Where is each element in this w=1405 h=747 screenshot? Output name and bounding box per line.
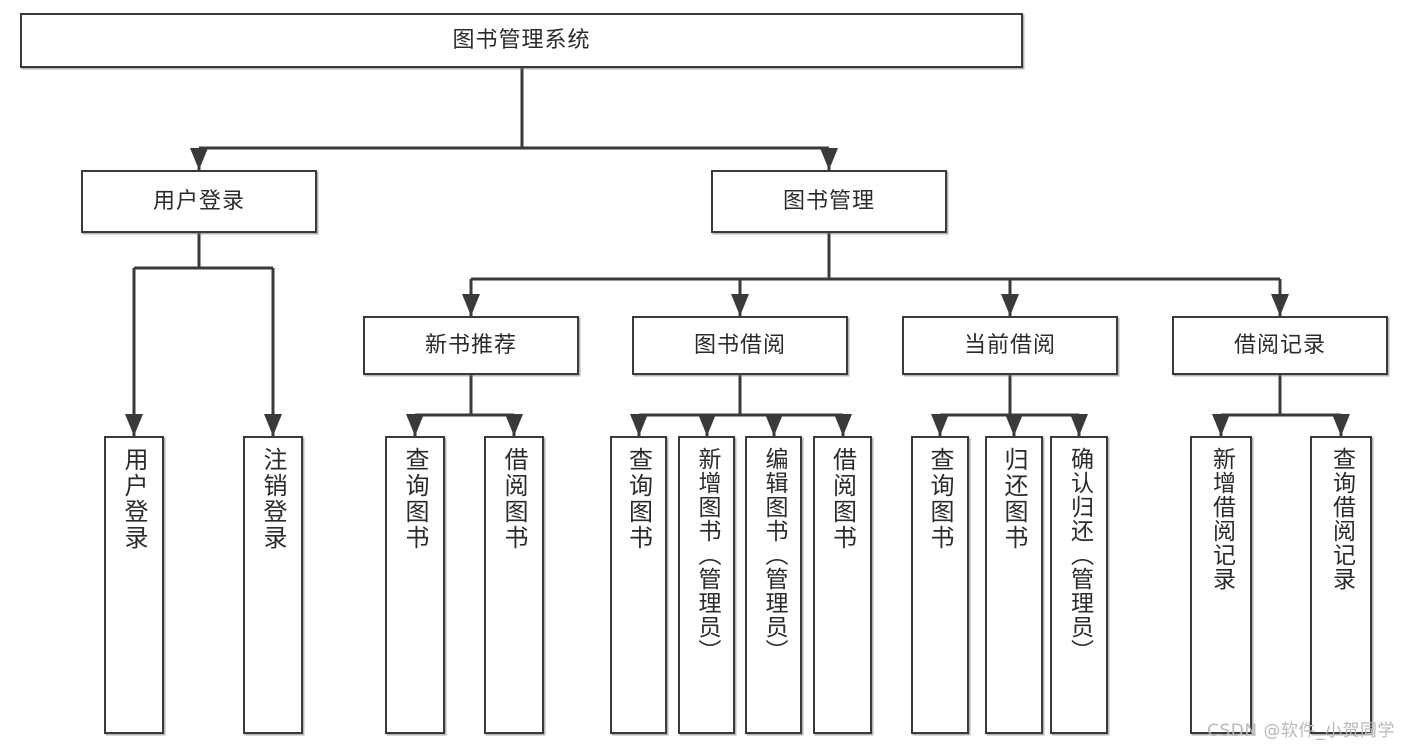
arrowhead-icon	[125, 414, 143, 436]
node-label: 新书推荐	[424, 332, 517, 358]
node-label: 用户登录	[120, 447, 148, 551]
node-book-borrow[interactable]: 图书借阅	[632, 316, 848, 375]
node-book-mgmt[interactable]: 图书管理	[711, 170, 947, 233]
node-cur-borrow[interactable]: 当前借阅	[902, 316, 1118, 375]
arrowhead-icon	[931, 414, 949, 436]
node-leaf-bl-add[interactable]: 新增借阅记录	[1190, 436, 1252, 734]
node-label: 新增图书（管理员）	[694, 447, 720, 663]
node-user-login[interactable]: 用户登录	[81, 170, 317, 233]
node-label: 新增借阅记录	[1208, 447, 1235, 591]
node-label: 查询图书	[401, 447, 429, 551]
arrowhead-icon	[1070, 414, 1088, 436]
node-label: 图书管理系统	[452, 27, 591, 53]
arrowhead-icon	[698, 414, 716, 436]
node-label: 图书管理	[782, 188, 875, 214]
arrowhead-icon	[406, 414, 424, 436]
node-label: 确认归还（管理员）	[1066, 447, 1093, 663]
arrowhead-icon	[630, 414, 648, 436]
node-label: 借阅图书	[500, 447, 528, 551]
node-borrow-log[interactable]: 借阅记录	[1172, 316, 1388, 375]
arrowhead-icon	[462, 294, 480, 316]
arrowhead-icon	[834, 414, 852, 436]
node-leaf-bb-edit[interactable]: 编辑图书（管理员）	[745, 436, 802, 734]
arrowhead-icon	[820, 148, 838, 170]
node-leaf-nbr-query[interactable]: 查询图书	[385, 436, 445, 734]
arrowhead-icon	[1332, 414, 1350, 436]
node-label: 编辑图书（管理员）	[761, 447, 787, 663]
arrowhead-icon	[264, 414, 282, 436]
node-label: 查询借阅记录	[1328, 447, 1355, 591]
arrowhead-icon	[1001, 294, 1019, 316]
node-leaf-bl-query[interactable]: 查询借阅记录	[1310, 436, 1372, 734]
node-leaf-user-login[interactable]: 用户登录	[104, 436, 164, 734]
node-leaf-bb-add[interactable]: 新增图书（管理员）	[678, 436, 735, 734]
node-label: 用户登录	[152, 188, 245, 214]
node-label: 查询图书	[926, 447, 954, 551]
arrowhead-icon	[1212, 414, 1230, 436]
node-leaf-cb-confirm[interactable]: 确认归还（管理员）	[1050, 436, 1108, 734]
node-label: 图书借阅	[693, 332, 786, 358]
arrowhead-icon	[1005, 414, 1023, 436]
arrowhead-icon	[505, 414, 523, 436]
node-label: 借阅图书	[828, 447, 857, 551]
arrowhead-icon	[731, 294, 749, 316]
node-root[interactable]: 图书管理系统	[20, 13, 1023, 68]
node-new-book-rec[interactable]: 新书推荐	[363, 316, 579, 375]
node-label: 注销登录	[259, 447, 287, 551]
node-label: 借阅记录	[1233, 332, 1326, 358]
arrowhead-icon	[765, 414, 783, 436]
node-leaf-cb-query[interactable]: 查询图书	[911, 436, 969, 734]
arrowhead-icon	[1271, 294, 1289, 316]
node-label: 查询图书	[624, 447, 653, 551]
node-leaf-bb-query[interactable]: 查询图书	[610, 436, 667, 734]
node-label: 归还图书	[1000, 447, 1028, 551]
node-leaf-logout[interactable]: 注销登录	[243, 436, 303, 734]
arrowhead-icon	[190, 148, 208, 170]
node-label: 当前借阅	[963, 332, 1056, 358]
node-leaf-bb-borrow[interactable]: 借阅图书	[813, 436, 872, 734]
node-leaf-nbr-borrow[interactable]: 借阅图书	[484, 436, 544, 734]
node-leaf-cb-return[interactable]: 归还图书	[985, 436, 1043, 734]
